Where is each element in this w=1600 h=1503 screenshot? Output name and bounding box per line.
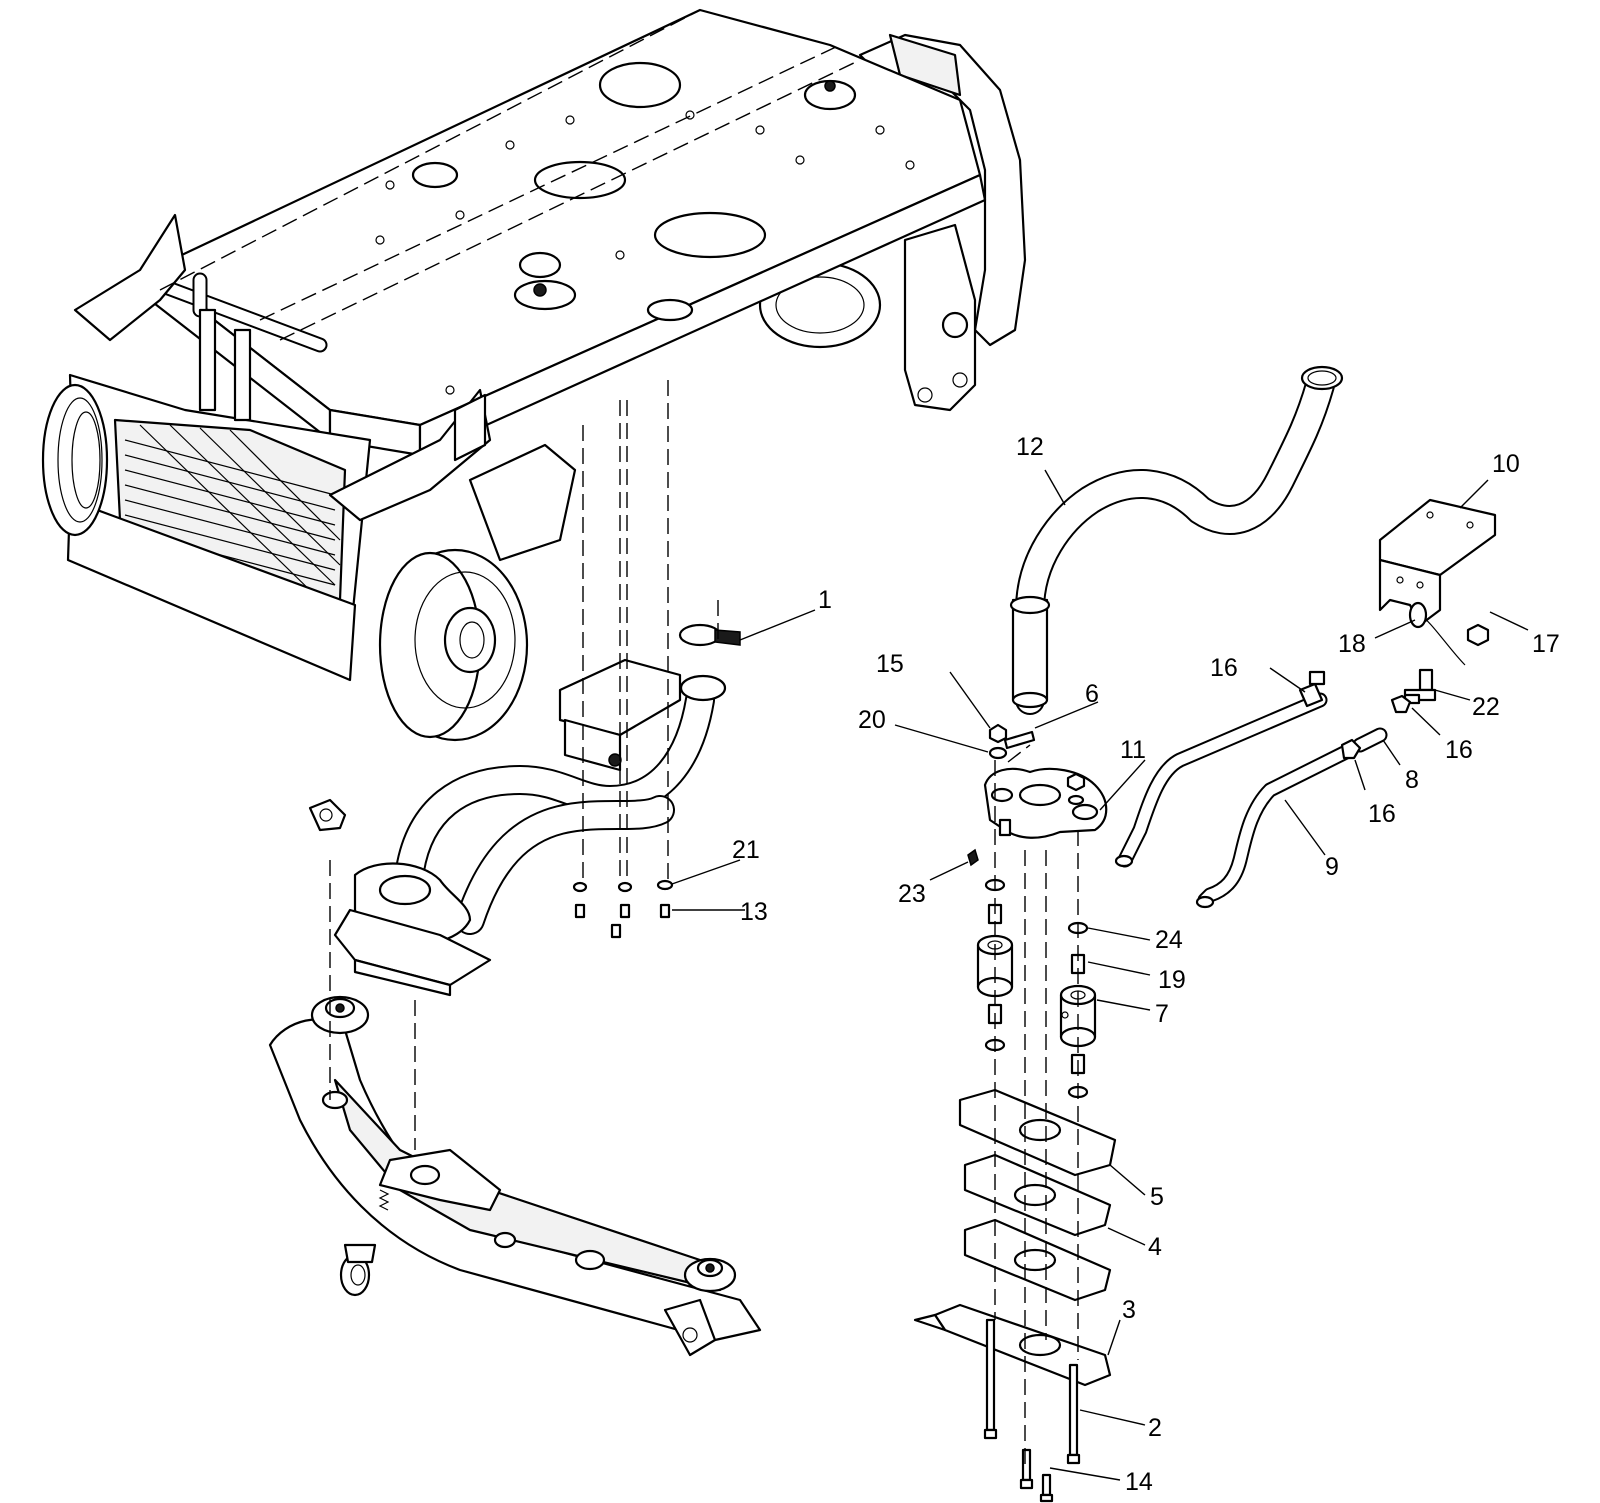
roll-bar	[858, 33, 1027, 347]
leader-lines	[671, 469, 1529, 1481]
callout-7: 7	[1155, 1000, 1169, 1028]
bolt-13	[574, 903, 671, 939]
callout-21: 21	[732, 836, 760, 864]
callout-11: 11	[1120, 736, 1146, 764]
callout-1: 1	[818, 586, 832, 614]
front-wheel-left	[41, 383, 109, 537]
callout-18: 18	[1338, 630, 1366, 658]
nut-15	[988, 723, 1008, 744]
axle-end-pivot	[663, 1298, 717, 1357]
adjustment-knob	[308, 798, 347, 832]
callout-20: 20	[858, 706, 886, 734]
axle-spindle-right	[683, 1257, 737, 1293]
frame-bolt-holes	[375, 110, 915, 395]
foot-deck	[66, 373, 372, 682]
nut-17	[1466, 623, 1490, 647]
bracket-10	[1378, 498, 1497, 627]
callout-17: 17	[1532, 630, 1560, 658]
hose-12	[1009, 365, 1344, 715]
fitting-8	[1352, 727, 1388, 753]
callout-6: 6	[1085, 680, 1099, 708]
plate-4b	[963, 1218, 1112, 1302]
grease-fitting-23	[967, 848, 979, 867]
bolt-14	[1019, 1448, 1054, 1503]
callout-14: 14	[1125, 1468, 1153, 1496]
pin-6	[1003, 730, 1036, 750]
axle-spindle-left	[310, 995, 370, 1035]
callout-13: 13	[740, 898, 768, 926]
callout-23: 23	[898, 880, 926, 908]
mower-chassis-frame	[41, 8, 1027, 742]
tension-spring	[378, 1189, 390, 1211]
callout-15: 15	[876, 650, 904, 678]
left-hose-assembly	[308, 623, 741, 997]
bolt-2	[983, 1318, 1081, 1465]
left-frame-bracket	[73, 213, 187, 342]
callout-10: 10	[1492, 450, 1520, 478]
callout-16-right: 16	[1445, 736, 1473, 764]
callout-19: 19	[1158, 966, 1186, 994]
callout-22: 22	[1472, 693, 1500, 721]
side-shroud	[468, 443, 577, 562]
frame-lower-rail	[418, 173, 987, 457]
hydraulic-line-upper	[1114, 670, 1328, 868]
right-alignment-lines	[994, 744, 1079, 1470]
callout-2: 2	[1148, 1414, 1162, 1442]
drive-wheel-front	[378, 548, 529, 742]
rear-hitch-bracket	[903, 223, 977, 412]
pivot-housing-11	[983, 767, 1108, 839]
nut-16-lower	[1340, 738, 1362, 760]
callout-5: 5	[1150, 1183, 1164, 1211]
callout-16-lower: 16	[1368, 800, 1396, 828]
front-axle-assembly	[268, 995, 762, 1357]
fitting-22	[1403, 668, 1437, 705]
plate-3	[913, 1303, 1112, 1387]
callout-24: 24	[1155, 926, 1183, 954]
callout-4: 4	[1148, 1233, 1162, 1261]
nut-16-right	[1390, 694, 1412, 714]
left-alignment-lines	[159, 9, 861, 1150]
hydraulic-line-9	[1195, 742, 1358, 909]
washer-20	[988, 746, 1008, 760]
left-fasteners	[572, 879, 674, 939]
callout-12: 12	[1016, 433, 1044, 461]
callout-16-upper: 16	[1210, 654, 1238, 682]
callout-3: 3	[1122, 1296, 1136, 1324]
axle-caster-wheel	[339, 1243, 377, 1297]
callout-9: 9	[1325, 853, 1339, 881]
callout-labels: 1 12 10 17 18 16 22 16 8 16 9 11 6 15 20…	[732, 433, 1560, 1496]
hose-clamp-1	[678, 623, 741, 702]
upper-mount-bracket	[558, 658, 682, 737]
washer-21	[572, 879, 674, 893]
callout-8: 8	[1405, 766, 1419, 794]
